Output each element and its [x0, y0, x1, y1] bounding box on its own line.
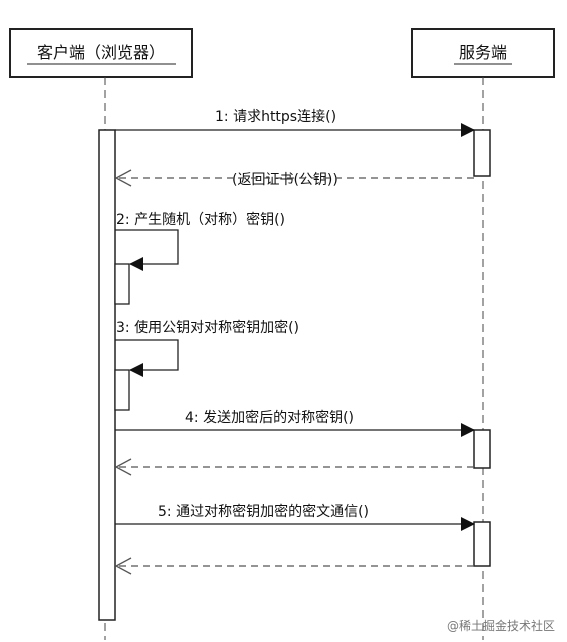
return-certificate-label: (返回证书(公钥)) [232, 172, 338, 188]
client-activation-bar [98, 129, 116, 621]
message-5: 5: 通过对称密钥加密的密文通信() [115, 503, 475, 531]
client-box [9, 28, 193, 78]
message-1: 1: 请求https连接() [115, 108, 475, 137]
server-activation-3 [473, 521, 491, 567]
message-1-label: 1: 请求https连接() [215, 108, 336, 125]
server-activation-2 [473, 429, 491, 469]
message-3-self-loop [115, 339, 179, 377]
client-label: 客户端（浏览器） [37, 43, 165, 62]
client-participant: 客户端（浏览器） [9, 28, 193, 78]
server-participant: 服务端 [411, 28, 555, 78]
watermark: @稀土掘金技术社区 [447, 618, 555, 633]
message-return-certificate: (返回证书(公钥)) [114, 169, 474, 188]
server-activation-1 [473, 129, 491, 177]
return-certificate-arrowhead [114, 169, 132, 187]
return-after-message-5 [114, 557, 474, 575]
self-activation-2 [114, 263, 130, 305]
return-5-arrowhead [114, 557, 132, 575]
return-after-message-4 [114, 458, 474, 476]
message-5-label: 5: 通过对称密钥加密的密文通信() [158, 503, 369, 520]
server-box [411, 28, 555, 78]
message-2-label: 2: 产生随机（对称）密钥() [116, 211, 285, 228]
message-4-label: 4: 发送加密后的对称密钥() [185, 409, 354, 426]
message-3-label: 3: 使用公钥对对称密钥加密() [116, 319, 299, 336]
server-label: 服务端 [459, 43, 507, 62]
message-3: 3: 使用公钥对对称密钥加密() [114, 319, 299, 411]
message-4: 4: 发送加密后的对称密钥() [115, 409, 475, 437]
message-2: 2: 产生随机（对称）密钥() [114, 211, 285, 305]
message-2-self-loop [115, 229, 179, 271]
return-4-arrowhead [114, 458, 132, 476]
self-activation-3 [114, 369, 130, 411]
